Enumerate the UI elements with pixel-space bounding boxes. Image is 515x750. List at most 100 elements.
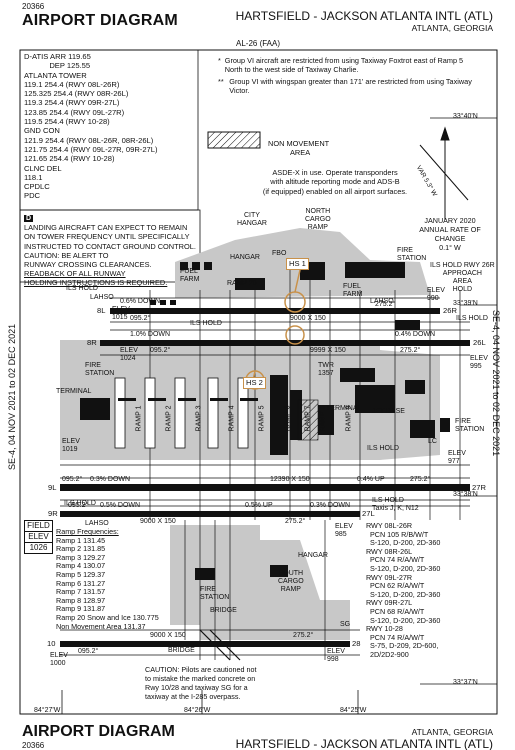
airport-name: HARTSFIELD - JACKSON ATLANTA INTL (ATL): [235, 9, 493, 23]
caution-line: to mistake the marked concrete on: [145, 674, 256, 683]
hotspot-1-label: HS 1: [286, 258, 309, 270]
rwy-08r-slope: 1.0% DOWN: [130, 331, 171, 338]
lon-left: 84°27'W: [34, 707, 61, 714]
freq-line: 119.5 254.4 (RWY 10-28): [24, 117, 110, 127]
jet-base-block: [395, 320, 420, 330]
elev-1024: ELEV 1024: [120, 347, 138, 362]
freq-line: 121.65 254.4 (RWY 10-28): [24, 154, 115, 164]
rwy-data-line: PCN 68 R/A/W/T: [366, 606, 425, 616]
runway-10-28: [60, 641, 350, 647]
chart-id: 20366: [22, 2, 45, 11]
ramp-freq-line: Ramp 8 128.97: [56, 595, 106, 605]
lahso-label: LAHSO: [90, 294, 114, 301]
lahso-label-2: LAHSO: [370, 298, 394, 305]
ramp-5-label: RAMP 5: [258, 405, 266, 432]
rwy-8l-num: 8L: [97, 306, 106, 315]
freq-line: CLNC DEL: [24, 163, 62, 173]
rwy-data-line: PCN 74 R/A/W/T: [366, 555, 425, 565]
fbo-label: FBO: [272, 250, 287, 257]
rwy-27r-num: 27R: [472, 483, 486, 492]
rwy-08r-dims: 9999 X 150: [310, 347, 346, 354]
rwy-26l-hdg: 275.2°: [400, 347, 421, 354]
rwy-09l-slope: 0.3% DOWN: [90, 476, 131, 483]
caution-line: CAUTION: Pilots are cautioned not: [145, 665, 257, 674]
note-double-star: Group VI with wingspan greater than 171'…: [229, 76, 472, 95]
runway-08r-26l: [100, 340, 470, 346]
magvar-line: 0.1° W: [439, 243, 461, 252]
fire-station-west: FIRE STATION: [85, 362, 115, 377]
freq-line: 125.325 254.4 (RWY 08R-26L): [24, 89, 129, 99]
ramp-freq-line: Ramp 9 131.87: [56, 604, 106, 614]
field-elev-value: 1026: [29, 543, 48, 552]
concourses: [114, 377, 249, 449]
rwy-data-line: S-120, D-200, 2D-360: [366, 615, 441, 625]
rwy-data-line: S-120, D-200, 2D-360: [366, 538, 441, 548]
rwy-26l-num: 26L: [473, 338, 486, 347]
ils-hold-taxis: ILS HOLD Taxis J, K, N12: [372, 497, 419, 512]
fire-station-south: FIRE STATION: [200, 586, 230, 601]
magnetic-variation: JANUARY 2020 ANNUAL RATE OF CHANGE 0.1° …: [405, 216, 495, 252]
rwy-data-line: 2D/2D2-900: [366, 649, 409, 659]
field-elevation-box: FIELD ELEV 1026: [24, 520, 53, 554]
landing-notice-frame: [19, 209, 201, 283]
ramp-frequencies: Ramp Frequencies: Ramp 1 131.45 Ramp 2 1…: [56, 527, 206, 631]
freq-line: 121.9 254.4 (RWY 08L-26R, 08R-26L): [24, 135, 154, 145]
rwy-data-line: PCN 62 R/A/W/T: [366, 581, 425, 591]
asde-line: with altitude reporting mode and ADS-B: [270, 177, 400, 187]
concourse-markers: [118, 398, 258, 401]
rwy-27l-slope: 0.3% DOWN: [310, 502, 351, 509]
rwy-10-dims: 9000 X 150: [150, 632, 186, 639]
bridge-label-2: BRIDGE: [168, 647, 195, 654]
elev-990: ELEV 990: [427, 287, 445, 302]
north-arrow-icon: [419, 126, 469, 220]
hotspot-1b-circle: [285, 325, 305, 345]
rwy-09l-hdg: 095.2°: [62, 476, 83, 483]
rwy-09r-dims: 9000 X 150: [140, 518, 176, 525]
rwy-27r-slope: 0.4% UP: [357, 476, 385, 483]
ramp-3-label: RAMP 3: [195, 405, 203, 432]
ramp-freq-line: Ramp 6 131.27: [56, 578, 106, 588]
freq-line: 119.3 254.4 (RWY 09R-27L): [24, 98, 120, 108]
rwy-28-num: 28: [352, 639, 361, 648]
notice-line: READBACK OF ALL RUNWAY: [24, 269, 126, 279]
small-structures: [150, 262, 396, 305]
rwy-27l-num: 27L: [362, 509, 375, 518]
rwy-data-line: RWY 10-28: [366, 624, 403, 634]
ramp-7-label: RAMP 7: [304, 405, 312, 432]
rwy-data-line: RWY 08R-26L: [366, 546, 413, 556]
rwy-data-line: RWY 09R-27L: [366, 598, 413, 608]
caution-line: taxiway at the I-285 overpass.: [145, 692, 241, 701]
rwy-data-line: PCN 74 R/A/W/T: [366, 632, 425, 642]
freq-line: 123.85 254.4 (RWY 09L-27R): [24, 107, 125, 117]
ramp-6-label: RAMP 6: [284, 405, 292, 432]
rwy-26r-num: 26R: [443, 306, 457, 315]
ramp-freq-line: Ramp 1 131.45: [56, 535, 106, 545]
notice-line: ON TOWER FREQUENCY UNTIL SPECIFICALLY: [24, 232, 190, 242]
freq-line: CPDLC: [24, 182, 50, 192]
magvar-line: JANUARY 2020: [424, 216, 476, 225]
field-elev-label: FIELD: [27, 521, 50, 530]
freq-line: 121.75 254.4 (RWY 09L-27R, 09R-27L): [24, 144, 158, 154]
footer-airport: HARTSFIELD - JACKSON ATLANTA INTL (ATL): [235, 737, 493, 750]
ramp-freq-line: Ramp 3 129.27: [56, 552, 106, 562]
ramp-1-label: RAMP 1: [135, 405, 143, 432]
hangar-south-label: HANGAR: [298, 552, 328, 559]
caution-note: CAUTION: Pilots are cautioned not to mis…: [145, 665, 295, 701]
notice-line: HOLDING INSTRUCTIONS IS REQUIRED.: [24, 278, 168, 288]
lahso-label-3: LAHSO: [85, 520, 109, 527]
ramp-freq-line: Ramp 4 130.07: [56, 561, 106, 571]
rwy-28-hdg: 275.2°: [293, 632, 314, 639]
north-cargo-label: NORTH CARGO RAMP: [305, 208, 331, 231]
runway-08l-26r: [110, 308, 440, 314]
footer-city: ATLANTA, GEORGIA: [411, 727, 493, 737]
rwy-data-line: PCN 105 R/B/W/T: [366, 529, 429, 539]
ramp-20-label: RAMP 20: [227, 280, 257, 287]
freq-line: 118.1: [24, 172, 43, 182]
notice-line: CAUTION: BE ALERT TO: [24, 250, 109, 260]
rwy-data-line: RWY 09L-27R: [366, 572, 413, 582]
ils-hold-label-2: ILS HOLD: [190, 320, 222, 327]
runways: [60, 308, 470, 647]
elev-977: ELEV 977: [448, 450, 466, 465]
freq-line: DEP 125.55: [24, 61, 91, 71]
ils-hold-label-4: ILS HOLD: [64, 500, 96, 507]
